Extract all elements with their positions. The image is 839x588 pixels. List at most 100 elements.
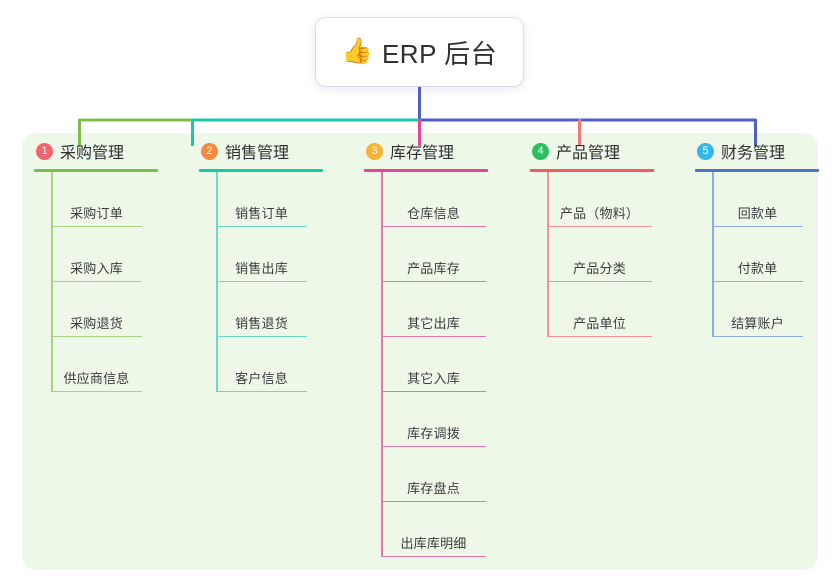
- thumbs-up-icon: 👍: [341, 36, 373, 65]
- column-items: 回款单 付款单 结算账户: [712, 172, 839, 337]
- list-item-rule: [381, 500, 486, 502]
- column-title: 库存管理: [390, 145, 455, 162]
- list-item-rule: [51, 390, 142, 392]
- column-spine: [547, 172, 549, 337]
- list-item[interactable]: 销售出库: [216, 227, 307, 282]
- column-title: 产品管理: [556, 145, 621, 162]
- list-item-rule: [381, 225, 486, 227]
- column-finance: 5 财务管理 回款单 付款单 结算账户: [695, 133, 839, 337]
- list-item[interactable]: 采购入库: [51, 227, 142, 282]
- list-item-rule: [381, 445, 486, 447]
- list-item[interactable]: 产品（物料）: [547, 172, 652, 227]
- column-header-rule: [530, 169, 654, 172]
- column-items: 采购订单 采购入库 采购退货 供应商信息: [51, 172, 184, 392]
- list-item-rule: [51, 280, 142, 282]
- column-spine: [51, 172, 53, 392]
- list-item[interactable]: 其它出库: [381, 282, 486, 337]
- column-header[interactable]: 5 财务管理: [695, 133, 839, 169]
- list-item-label: 其它入库: [407, 371, 460, 386]
- root-node-title: ERP 后台: [381, 38, 498, 69]
- column-title: 销售管理: [225, 145, 290, 162]
- list-item-rule: [381, 335, 486, 337]
- list-item-label: 采购订单: [70, 206, 123, 221]
- list-item[interactable]: 仓库信息: [381, 172, 486, 227]
- column-inventory: 3 库存管理 仓库信息 产品库存 其它出库 其它入库: [364, 133, 514, 557]
- columns-background-panel: [22, 133, 818, 570]
- list-item[interactable]: 供应商信息: [51, 337, 142, 392]
- list-item-label: 其它出库: [407, 316, 460, 331]
- list-item[interactable]: 结算账户: [712, 282, 803, 337]
- list-item-label: 销售订单: [235, 206, 288, 221]
- list-item[interactable]: 产品库存: [381, 227, 486, 282]
- list-item-rule: [381, 555, 486, 557]
- list-item[interactable]: 其它入库: [381, 337, 486, 392]
- list-item-label: 产品单位: [573, 316, 626, 331]
- list-item-label: 产品分类: [573, 261, 626, 276]
- column-index-badge: 2: [201, 142, 218, 160]
- list-item[interactable]: 销售订单: [216, 172, 307, 227]
- list-item-rule: [712, 225, 803, 227]
- list-item-label: 客户信息: [235, 371, 288, 386]
- list-item-rule: [51, 225, 142, 227]
- column-index-badge: 5: [697, 142, 714, 160]
- column-header[interactable]: 1 采购管理: [34, 133, 184, 169]
- column-items: 仓库信息 产品库存 其它出库 其它入库 库存调拨: [381, 172, 514, 557]
- column-spine: [216, 172, 218, 392]
- column-header-rule: [199, 169, 323, 172]
- column-title: 采购管理: [60, 145, 125, 162]
- list-item[interactable]: 客户信息: [216, 337, 307, 392]
- list-item[interactable]: 回款单: [712, 172, 803, 227]
- list-item[interactable]: 产品分类: [547, 227, 652, 282]
- list-item[interactable]: 付款单: [712, 227, 803, 282]
- list-item-rule: [216, 335, 307, 337]
- list-item-label: 销售退货: [235, 316, 288, 331]
- list-item-label: 付款单: [737, 261, 778, 276]
- list-item[interactable]: 库存调拨: [381, 392, 486, 447]
- list-item[interactable]: 出库库明细: [381, 502, 486, 557]
- column-index-badge: 1: [36, 142, 53, 160]
- column-header[interactable]: 3 库存管理: [364, 133, 514, 169]
- column-product: 4 产品管理 产品（物料） 产品分类 产品单位: [530, 133, 680, 337]
- column-header-rule: [34, 169, 158, 172]
- list-item-rule: [712, 280, 803, 282]
- column-header[interactable]: 4 产品管理: [530, 133, 680, 169]
- column-index-badge: 3: [366, 142, 383, 160]
- column-header-rule: [695, 169, 819, 172]
- list-item-label: 采购退货: [70, 316, 123, 331]
- column-sales: 2 销售管理 销售订单 销售出库 销售退货 客户信息: [199, 133, 349, 392]
- column-index-badge: 4: [532, 142, 549, 160]
- list-item-rule: [381, 390, 486, 392]
- list-item-label: 采购入库: [70, 261, 123, 276]
- list-item[interactable]: 销售退货: [216, 282, 307, 337]
- list-item-rule: [51, 335, 142, 337]
- list-item[interactable]: 库存盘点: [381, 447, 486, 502]
- list-item-label: 库存盘点: [407, 481, 460, 496]
- list-item-label: 出库库明细: [400, 536, 467, 551]
- list-item-rule: [216, 225, 307, 227]
- list-item-label: 仓库信息: [407, 206, 460, 221]
- list-item-rule: [547, 335, 652, 337]
- list-item-label: 供应商信息: [63, 371, 130, 386]
- root-node-card[interactable]: 👍 ERP 后台: [316, 18, 523, 86]
- column-items: 销售订单 销售出库 销售退货 客户信息: [216, 172, 349, 392]
- list-item-label: 库存调拨: [407, 426, 460, 441]
- list-item-rule: [381, 280, 486, 282]
- list-item[interactable]: 产品单位: [547, 282, 652, 337]
- list-item-label: 产品库存: [407, 261, 460, 276]
- list-item-rule: [216, 280, 307, 282]
- column-items: 产品（物料） 产品分类 产品单位: [547, 172, 680, 337]
- column-spine: [712, 172, 714, 337]
- list-item-label: 结算账户: [731, 316, 784, 331]
- list-item-label: 回款单: [737, 206, 778, 221]
- column-header[interactable]: 2 销售管理: [199, 133, 349, 169]
- list-item-rule: [547, 280, 652, 282]
- list-item-label: 销售出库: [235, 261, 288, 276]
- column-purchasing: 1 采购管理 采购订单 采购入库 采购退货 供应商信: [34, 133, 184, 392]
- list-item-rule: [547, 225, 652, 227]
- list-item[interactable]: 采购退货: [51, 282, 142, 337]
- list-item[interactable]: 采购订单: [51, 172, 142, 227]
- column-spine: [381, 172, 383, 557]
- column-header-rule: [364, 169, 488, 172]
- list-item-rule: [216, 390, 307, 392]
